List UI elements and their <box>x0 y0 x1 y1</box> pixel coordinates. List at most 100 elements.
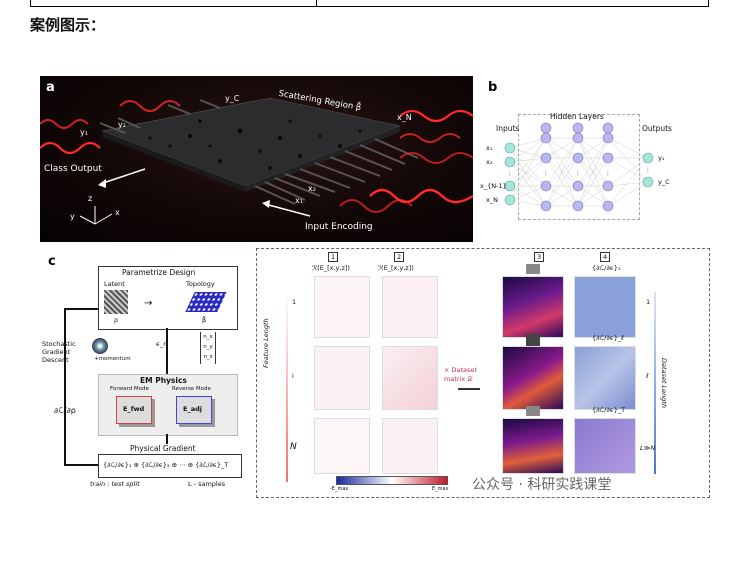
y1-label: y₁ <box>80 128 88 137</box>
eps-label: ϵ_r <box>156 340 166 348</box>
n-vector: n_x n_y n_z <box>200 332 216 364</box>
l-samples-label: L - samples <box>188 480 226 488</box>
section-heading: 案例图示： <box>30 16 106 34</box>
svg-text:⋮: ⋮ <box>543 170 549 177</box>
panel-a-svg <box>40 97 473 225</box>
output-label-1: y₁ <box>658 154 665 162</box>
cbar-max-label: E_max <box>432 486 449 492</box>
feedback-bottom <box>64 464 100 466</box>
inputs-label: Inputs <box>496 124 520 133</box>
matrix-arrow <box>458 388 480 390</box>
table-border <box>30 0 709 7</box>
n-x: n_x <box>203 334 213 340</box>
heatmap-grad-3 <box>574 418 636 474</box>
rho-label: ρ <box>114 316 119 324</box>
left-tick-2: i <box>292 372 294 380</box>
input-label-3: x_{N-1} <box>480 182 507 190</box>
axis-x-label: x <box>115 208 120 217</box>
right-tick-1: 1 <box>646 298 651 306</box>
thumb-2 <box>526 334 540 346</box>
input-label-2: x₂ <box>486 158 493 166</box>
arrow-icon: → <box>144 298 153 309</box>
down-arrow-2 <box>166 434 168 444</box>
heatmap-dataset-1 <box>502 276 564 338</box>
topology-label: Topology <box>186 280 215 288</box>
input-encoding-label: Input Encoding <box>305 222 373 232</box>
yc-label: y_C <box>225 94 240 103</box>
panel-c-pipeline: c Parametrize Design Latent Topology → ρ… <box>40 248 712 500</box>
dataset-dashed-box <box>256 248 710 498</box>
cbar-min-label: -E_max <box>330 486 349 492</box>
sgd-label: Stochastic Gradient Descent <box>42 340 76 364</box>
feature-length-label: Feature Length <box>262 318 270 368</box>
axis-y-label: y <box>70 212 75 221</box>
dataset-arrow <box>654 292 656 474</box>
class-output-label: Class Output <box>44 164 102 174</box>
network-svg: ⋮⋮ ⋮⋮ ⋮ <box>504 122 654 212</box>
n-z: n_z <box>203 354 213 360</box>
feedback-top <box>64 308 98 310</box>
col4-bot-title: {∂ℒ/∂ϵ}_T <box>592 406 626 414</box>
heatmap-grad-1 <box>574 276 636 338</box>
svg-text:⋮: ⋮ <box>605 170 611 177</box>
right-tick-3: L≫N <box>640 444 656 452</box>
parametrize-label: Parametrize Design <box>122 268 196 277</box>
col4-mid-title: {∂ℒ/∂ϵ}_ℓ <box>592 334 624 342</box>
thumb-1 <box>526 264 540 274</box>
panel-b-letter: b <box>488 80 498 95</box>
col2-number: 2 <box>394 252 405 262</box>
physical-gradient-label: Physical Gradient <box>130 444 196 453</box>
forward-mode-label: Forward Mode <box>110 386 149 392</box>
em-physics-label: EM Physics <box>140 376 187 385</box>
reverse-mode-label: Reverse Mode <box>172 386 211 392</box>
watermark: 公众号 · 科研实践课堂 <box>472 477 612 493</box>
feedback-line <box>64 308 66 466</box>
momentum-icon <box>92 338 108 354</box>
hidden-layers-label: Hidden Layers <box>550 112 604 121</box>
latent-image <box>104 290 128 314</box>
colorbar <box>336 476 448 485</box>
col3-number: 3 <box>534 252 545 262</box>
y2-label: y₂ <box>118 120 126 129</box>
momentum-label: +momentum <box>94 356 131 362</box>
heatmap-real-2 <box>314 346 370 410</box>
heatmap-imag-3 <box>382 418 438 474</box>
heatmap-real-1 <box>314 276 370 338</box>
e-fwd-box: E_fwd <box>116 396 152 424</box>
x1-label: x₁ <box>295 196 303 205</box>
left-tick-1: 1 <box>292 298 297 306</box>
beta-label: β̄ <box>202 316 207 324</box>
thumb-3 <box>526 406 540 416</box>
xn-label: x_N <box>397 113 412 122</box>
col1-number: 1 <box>328 252 339 262</box>
feature-arrow <box>286 292 288 482</box>
left-tick-3: N <box>290 442 297 452</box>
heatmap-real-3 <box>314 418 370 474</box>
output-label-2: y_C <box>658 178 670 186</box>
svg-text:⋮: ⋮ <box>645 167 651 174</box>
dataset-length-label: Dataset Length <box>660 358 668 409</box>
heatmap-dataset-2 <box>502 346 564 410</box>
col1-title: ℛ(E_[x,y,z]) <box>312 264 350 272</box>
panel-b-neural-network: b Hidden Layers Inputs Outputs ⋮⋮ ⋮⋮ ⋮ x… <box>480 76 710 242</box>
down-arrow <box>166 328 168 374</box>
right-tick-2: ℓ <box>646 372 649 380</box>
col4-number: 4 <box>600 252 611 262</box>
input-label-4: x_N <box>486 196 498 204</box>
panel-c-letter: c <box>48 254 56 269</box>
svg-text:⋮: ⋮ <box>575 170 581 177</box>
panel-a-illustration: a Scattering Region β̄ Class Output Inpu… <box>40 76 473 242</box>
axis-z-label: z <box>88 194 93 203</box>
heatmap-grad-2 <box>574 346 636 410</box>
n-y: n_y <box>203 344 213 350</box>
heatmap-imag-2 <box>382 346 438 410</box>
col4-title: {∂ℒ/∂ϵ}₁ <box>592 264 621 272</box>
train-test-label: train : test split <box>90 480 140 488</box>
outputs-label: Outputs <box>642 124 672 133</box>
panel-a-letter: a <box>46 80 55 95</box>
col2-title: ℐ(E_[x,y,z]) <box>378 264 414 272</box>
e-adj-box: E_adj <box>176 396 212 424</box>
x2-label: x₂ <box>308 184 316 193</box>
dataset-matrix-label: × Dataset matrix 𝒟 <box>444 366 477 383</box>
hidden-layers-box <box>518 114 640 220</box>
